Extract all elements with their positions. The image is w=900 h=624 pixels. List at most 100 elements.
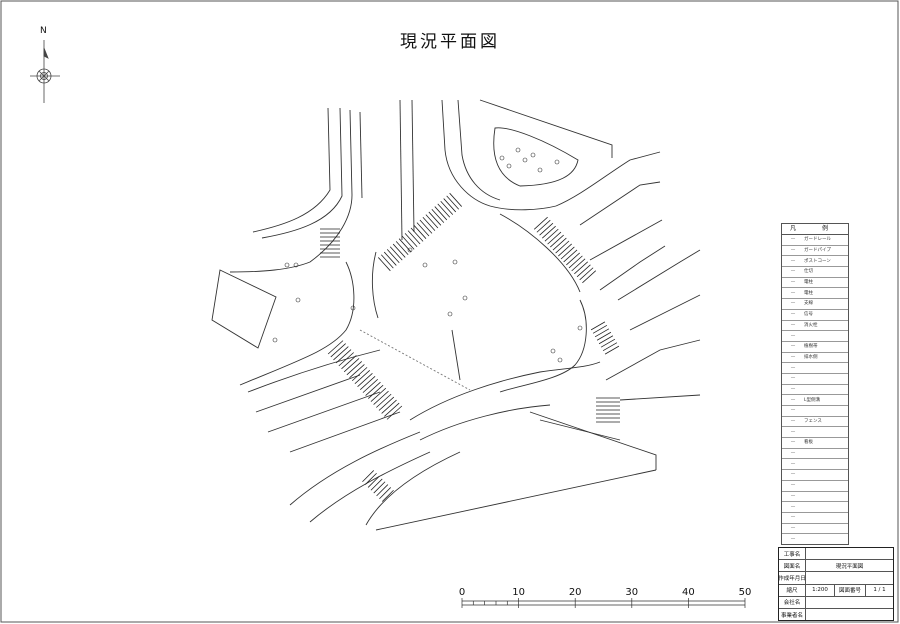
scale-tick-label: 40 bbox=[682, 587, 695, 598]
operator-value bbox=[806, 609, 893, 620]
project-name-label: 工事名 bbox=[779, 548, 806, 560]
legend-row: — bbox=[782, 374, 848, 385]
legend-label: ガードレール bbox=[804, 237, 831, 243]
legend-symbol-icon: — bbox=[790, 290, 796, 296]
legend-symbol-icon: — bbox=[790, 280, 796, 286]
company-value bbox=[806, 597, 893, 608]
legend-row: — bbox=[782, 513, 848, 524]
legend-row: — ガードパイプ bbox=[782, 246, 848, 257]
legend-label: 支線 bbox=[804, 301, 813, 307]
legend-symbol-icon: — bbox=[790, 312, 796, 318]
title-block-row: 縮尺 1:200 図面番号 1 / 1 bbox=[779, 584, 893, 597]
legend-label: 看板 bbox=[804, 440, 813, 446]
legend-row: —ガードレール bbox=[782, 235, 848, 246]
drawing-name-value: 現況平面図 bbox=[835, 563, 864, 570]
date-label: 作成年月日 bbox=[779, 572, 806, 584]
legend-symbol-icon: — bbox=[790, 504, 796, 510]
legend-row: — bbox=[782, 534, 848, 544]
drawing-name-label: 図面名 bbox=[779, 560, 806, 572]
legend-symbol-icon: — bbox=[790, 258, 796, 264]
title-block-row: 会社名 bbox=[779, 596, 893, 609]
street-plan bbox=[211, 99, 701, 531]
legend-row: —仕切 bbox=[782, 267, 848, 278]
legend-row: — bbox=[782, 481, 848, 492]
legend-panel: 凡 例 —ガードレール—ガードパイプ—ポストコーン—仕切—電柱—電柱—支線—信号… bbox=[781, 223, 849, 545]
legend-label: ガードパイプ bbox=[804, 248, 831, 254]
legend-symbol-icon: — bbox=[790, 419, 796, 425]
survey-point-markers bbox=[272, 147, 583, 363]
scale-bar bbox=[461, 598, 746, 608]
legend-symbol-icon: — bbox=[790, 354, 796, 360]
legend-row: — bbox=[782, 331, 848, 342]
legend-row: —排水側 bbox=[782, 353, 848, 364]
company-label: 会社名 bbox=[779, 596, 806, 608]
legend-symbol-icon: — bbox=[790, 386, 796, 392]
legend-row: — フェンス bbox=[782, 417, 848, 428]
legend-symbol-icon: — bbox=[790, 397, 796, 403]
legend-row: — bbox=[782, 427, 848, 439]
legend-symbol-icon: — bbox=[790, 365, 796, 371]
legend-symbol-icon: — bbox=[790, 493, 796, 499]
legend-symbol-icon: — bbox=[790, 536, 796, 542]
legend-row: — 看板 bbox=[782, 438, 848, 449]
title-block: 工事名 図面名 現況平面図 作成年月日 縮尺 1:200 図面番号 1 / 1 … bbox=[778, 547, 894, 622]
legend-symbol-icon: — bbox=[790, 525, 796, 531]
sheet-number-value: 1 / 1 bbox=[873, 587, 886, 594]
scale-tick-label: 30 bbox=[625, 587, 639, 598]
legend-row: — bbox=[782, 524, 848, 535]
legend-label: 信号 bbox=[804, 312, 813, 318]
legend-header: 凡 例 bbox=[782, 224, 848, 235]
legend-symbol-icon: — bbox=[790, 269, 796, 275]
legend-symbol-icon: — bbox=[790, 461, 796, 467]
north-label: N bbox=[40, 26, 47, 36]
legend-row: — 電柱 bbox=[782, 278, 848, 289]
legend-label: ポストコーン bbox=[804, 258, 831, 264]
legend-symbol-icon: — bbox=[790, 451, 796, 457]
title-block-row: 作成年月日 bbox=[779, 572, 893, 585]
legend-row: — bbox=[782, 385, 848, 396]
title-block-row: 事業者名 bbox=[779, 608, 893, 621]
legend-row: — bbox=[782, 363, 848, 374]
legend-symbol-icon: — bbox=[790, 248, 796, 254]
legend-row: — 信号 bbox=[782, 310, 848, 321]
scale-tick-label: 20 bbox=[568, 587, 582, 598]
legend-symbol-icon: — bbox=[790, 376, 796, 382]
legend-symbol-icon: — bbox=[790, 440, 796, 446]
legend-symbol-icon: — bbox=[790, 301, 796, 307]
scale-value: 1:200 bbox=[806, 584, 835, 596]
legend-symbol-icon: — bbox=[790, 515, 796, 521]
compass-rose-icon bbox=[30, 40, 60, 103]
operator-label: 事業者名 bbox=[779, 608, 806, 621]
project-name-value bbox=[806, 548, 893, 559]
legend-label: 消火栓 bbox=[804, 322, 818, 328]
legend-row: — ポストコーン bbox=[782, 256, 848, 268]
crosswalk-hatching bbox=[320, 192, 620, 502]
legend-row: — bbox=[782, 449, 848, 460]
legend-symbol-icon: — bbox=[790, 483, 796, 489]
legend-row: — 電柱 bbox=[782, 288, 848, 300]
scale-tick-label: 10 bbox=[512, 587, 525, 598]
legend-symbol-icon: — bbox=[790, 408, 796, 414]
legend-row: — bbox=[782, 492, 848, 503]
legend-row: — 消火栓 bbox=[782, 321, 848, 332]
legend-row: — bbox=[782, 470, 848, 481]
legend-label: フェンス bbox=[804, 419, 822, 425]
scale-tick-label: 0 bbox=[458, 587, 466, 598]
scale-label: 縮尺 bbox=[779, 584, 806, 596]
page-title: 現況平面図 bbox=[400, 32, 500, 52]
legend-label: 植樹帯 bbox=[804, 344, 818, 350]
legend-label: 電柱 bbox=[804, 280, 813, 286]
legend-symbol-icon: — bbox=[790, 333, 796, 339]
legend-row: — 支線 bbox=[782, 299, 848, 310]
legend-row: — bbox=[782, 502, 848, 513]
legend-row: —L型側溝 bbox=[782, 395, 848, 406]
legend-label: 電柱 bbox=[804, 290, 813, 296]
legend-row: — bbox=[782, 406, 848, 417]
legend-row: — bbox=[782, 459, 848, 471]
scale-tick-label: 50 bbox=[738, 587, 752, 598]
legend-symbol-icon: — bbox=[790, 472, 796, 478]
title-block-row: 図面名 現況平面図 bbox=[779, 560, 893, 573]
sheet-number-label: 図面番号 bbox=[835, 584, 866, 596]
legend-symbol-icon: — bbox=[790, 322, 796, 328]
